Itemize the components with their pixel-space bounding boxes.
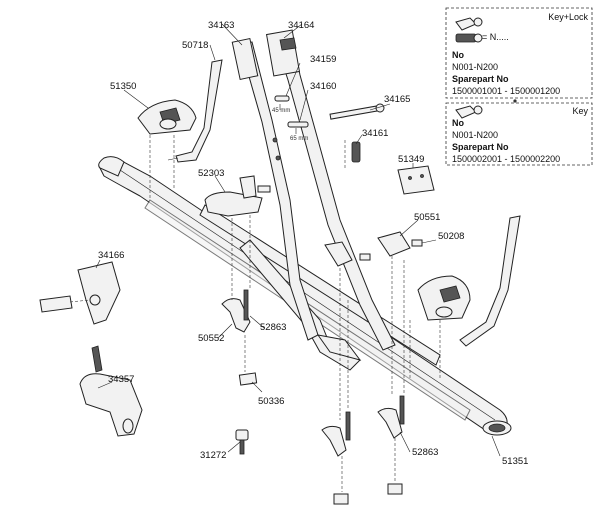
- label-51349: 51349: [398, 154, 424, 165]
- wheel-strap-arm-right: [459, 215, 521, 347]
- separator-dot: [513, 99, 517, 103]
- clamp-52303: [204, 175, 271, 217]
- label-34165: 34165: [384, 94, 410, 105]
- key-spare-value: 1500002001 - 1500002200: [452, 154, 560, 164]
- bolt-34165: [329, 103, 385, 120]
- label-leaders: [95, 23, 501, 457]
- lock-cylinder-icon: [455, 33, 483, 43]
- label-34166: 34166: [98, 250, 124, 261]
- label-34161: 34161: [362, 128, 388, 139]
- down-tube-arm-right: [265, 29, 396, 351]
- wheel-holder-rear: [417, 275, 471, 321]
- label-51351: 51351: [502, 456, 528, 467]
- key-box-title: Key: [572, 106, 588, 116]
- clip-50552: [221, 289, 251, 333]
- keylock-spare-value: 1500001001 - 1500001200: [452, 86, 560, 96]
- keylock-box-title: Key+Lock: [548, 12, 588, 22]
- assembly-guides: [69, 135, 441, 492]
- label-34163: 34163: [208, 20, 234, 31]
- part-labels: 34163 34164 50718 34159 34160 51350 3416…: [98, 20, 528, 467]
- keylock-no-value: N001-N200: [452, 62, 498, 72]
- label-51350: 51350: [110, 81, 136, 92]
- key-icon: [455, 17, 483, 31]
- clamp-34166: [39, 261, 121, 325]
- keylock-info-box: Key+Lock = N..... No N001-N200 Sparepart…: [445, 7, 593, 99]
- pin-set-34159: 45 mm 65 mm: [272, 95, 309, 142]
- keylock-no-label: No: [452, 50, 464, 60]
- wheel-holder-front: [137, 99, 197, 135]
- label-52303: 52303: [198, 168, 224, 179]
- label-52863-a: 52863: [260, 322, 286, 333]
- pad-51349: [397, 165, 435, 195]
- label-50718: 50718: [182, 40, 208, 51]
- keylock-spare-label: Sparepart No: [452, 74, 509, 84]
- key-info-box: Key No N001-N200 Sparepart No 1500002001…: [445, 102, 593, 166]
- label-52863-b: 52863: [412, 447, 438, 458]
- label-34159: 34159: [310, 54, 336, 65]
- spring-34161: [344, 140, 361, 170]
- arm-base-plate: [316, 334, 362, 361]
- label-50552: 50552: [198, 333, 224, 344]
- clamp-34357: [79, 345, 143, 437]
- label-34357: 34357: [108, 374, 134, 385]
- label-31272: 31272: [200, 450, 226, 461]
- clips-52863-lower: [321, 395, 405, 505]
- mount-50551: [324, 231, 423, 267]
- key-spare-label: Sparepart No: [452, 142, 509, 152]
- key-no-label: No: [452, 118, 464, 128]
- label-34164: 34164: [288, 20, 314, 31]
- label-34160: 34160: [310, 81, 336, 92]
- bolt-31272: [235, 429, 249, 455]
- wheel-strap-arm-left: [167, 59, 223, 163]
- keylock-n-suffix: = N.....: [482, 32, 509, 42]
- key-icon-2: [455, 105, 483, 119]
- tnut-50336: [238, 372, 258, 386]
- dim-45mm: 45 mm: [272, 108, 290, 114]
- key-no-value: N001-N200: [452, 130, 498, 140]
- dim-65mm: 65 mm: [290, 136, 308, 142]
- label-50208: 50208: [438, 231, 464, 242]
- label-50551: 50551: [414, 212, 440, 223]
- label-50336: 50336: [258, 396, 284, 407]
